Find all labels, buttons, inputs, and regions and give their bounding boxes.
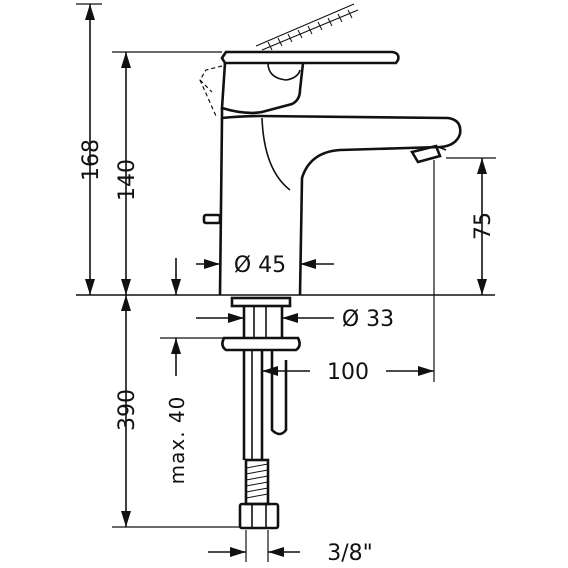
mounting-assembly (221, 296, 301, 530)
dimension-100-label: 100 (327, 360, 369, 385)
threaded-connector (238, 458, 280, 530)
dimension-140: 140 (112, 51, 222, 295)
dimension-140-label: 140 (115, 159, 140, 201)
dimension-390-label: 390 (115, 389, 140, 431)
faucet-body (199, 3, 462, 296)
dimension-168: 168 (76, 3, 104, 295)
dimension-dia-45: Ø 45 (196, 253, 334, 278)
dimension-75-label: 75 (471, 212, 496, 240)
dimension-75: 75 (446, 157, 496, 295)
dimension-390: 390 (112, 295, 240, 528)
dimension-168-label: 168 (79, 139, 104, 181)
dimension-max-40-label: max. 40 (165, 396, 189, 485)
dimension-thread: 3/8" (208, 530, 373, 566)
dimension-thread-label: 3/8" (327, 541, 373, 566)
dimension-100: 100 (261, 160, 435, 385)
dimension-dia-33-label: Ø 33 (342, 307, 394, 332)
dimension-dia-45-label: Ø 45 (234, 253, 286, 278)
dimension-max-40: max. 40 (160, 258, 224, 484)
lever-travel-hatch (255, 3, 359, 51)
dimension-dia-33: Ø 33 (196, 307, 394, 332)
